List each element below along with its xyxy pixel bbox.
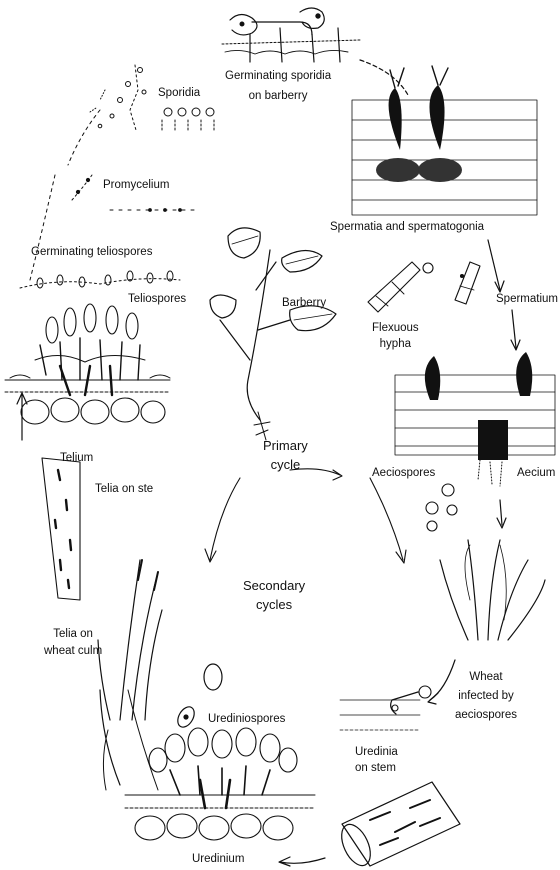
label-telia-on-wheat-culm: Telia on wheat culm <box>44 626 102 660</box>
germinating-teliospores-drawing <box>20 271 180 288</box>
arrow-to-spermatium <box>488 240 500 290</box>
label-primary-cycle: Primary cycle <box>263 436 308 474</box>
arrow-uredinium-up <box>100 690 120 785</box>
cycle-arc-left-top <box>68 110 100 165</box>
arrow-to-wheat <box>500 500 502 525</box>
spermatogonia-drawing <box>352 66 537 215</box>
label-aecium: Aecium <box>517 466 555 480</box>
cycle-arc-left <box>30 175 55 280</box>
label-telium: Telium <box>60 451 93 465</box>
label-spermatium: Spermatium <box>496 292 558 306</box>
inner-arrow-right <box>370 478 403 560</box>
arrow-wheat-to-uredinia <box>430 660 455 700</box>
inner-arrow-left <box>210 478 240 560</box>
telia-on-stem-drawing <box>42 458 80 600</box>
label-spermatia-and-spermatogonia: Spermatia and spermatogonia <box>330 220 484 234</box>
label-secondary-cycles: Secondary cycles <box>243 576 305 614</box>
stem-cylinder-drawing <box>336 782 460 870</box>
label-urediniospores: Urediniospores <box>208 712 285 726</box>
label-germinating-teliospores: Germinating teliospores <box>31 245 152 259</box>
label-uredinia-on-stem: Uredinia on stem <box>355 744 398 776</box>
uredinium-drawing <box>125 728 315 840</box>
label-aeciospores: Aeciospores <box>372 466 435 480</box>
label-telia-on-stem: Telia on ste <box>95 482 153 496</box>
barberry-plant-drawing <box>210 228 336 440</box>
label-uredinium: Uredinium <box>192 852 244 866</box>
flexuous-hypha-drawing <box>368 262 480 312</box>
label-sporidia: Sporidia <box>158 86 200 100</box>
label-wheat-infected-by-aeciospores: Wheat infected by aeciospores <box>455 668 517 725</box>
label-barberry: Barberry <box>282 296 326 310</box>
germinating-sporidia-drawing <box>222 8 360 62</box>
telium-drawing <box>5 304 170 424</box>
uredinia-on-stem-drawing <box>340 686 431 730</box>
telia-on-wheat-culm-drawing <box>98 560 162 790</box>
label-germinating-sporidia: Germinating sporidia on barberry <box>225 66 331 106</box>
label-promycelium: Promycelium <box>103 178 169 192</box>
aecium-drawing <box>395 352 555 531</box>
label-flexuous-hypha: Flexuous hypha <box>372 320 419 352</box>
wheat-plant-drawing <box>440 540 545 640</box>
label-teliospores: Teliospores <box>128 292 186 306</box>
